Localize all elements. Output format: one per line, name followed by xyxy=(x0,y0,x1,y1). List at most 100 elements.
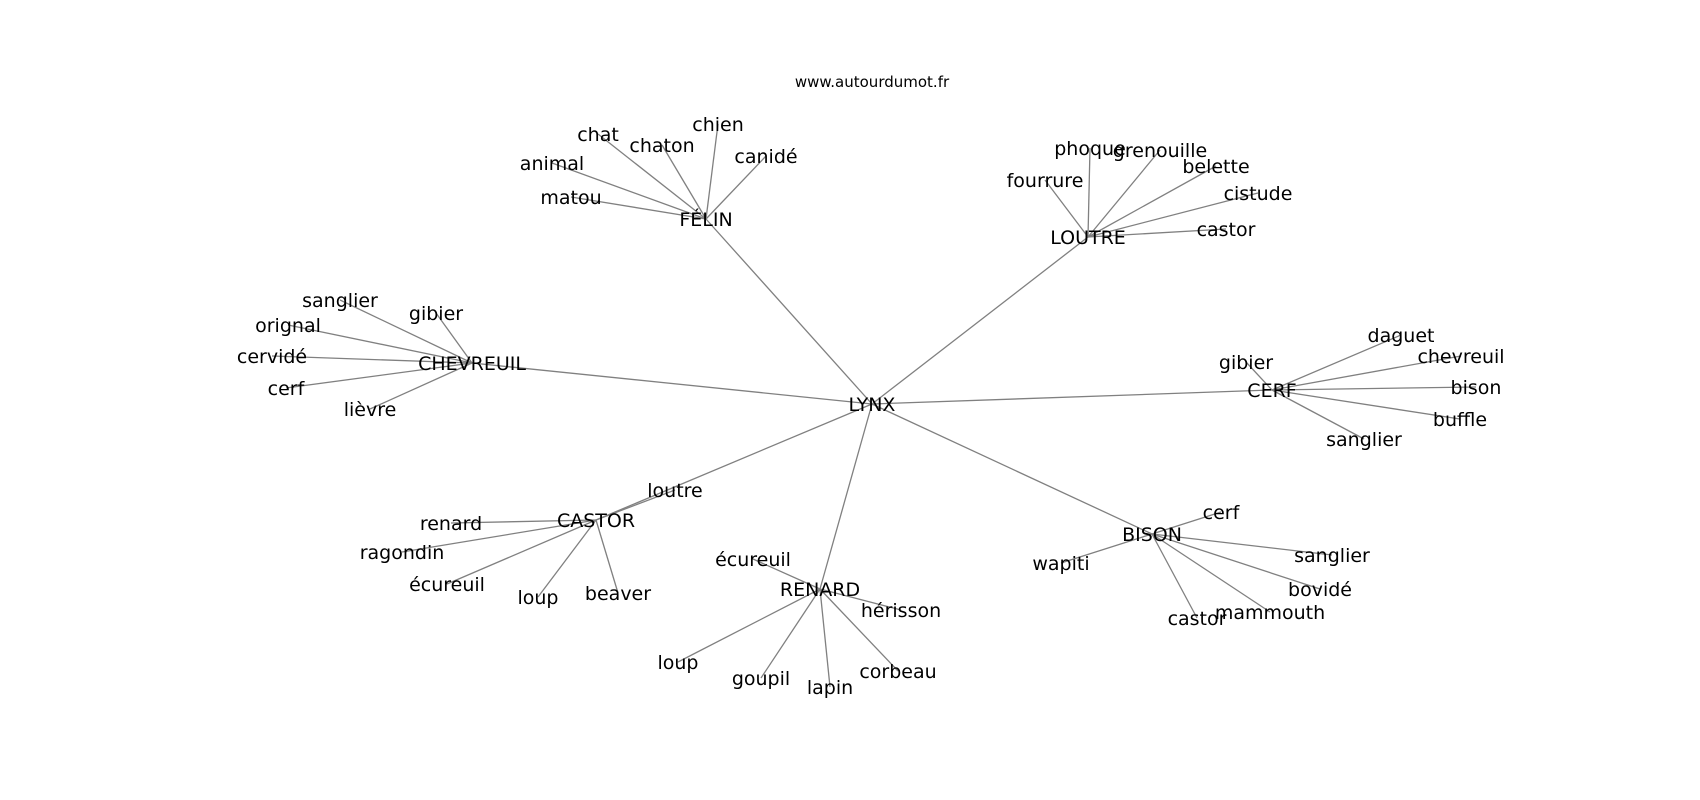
edge-hub-word xyxy=(595,519,619,594)
edge-hub-word xyxy=(1044,179,1089,238)
related-word[interactable]: renard xyxy=(420,513,482,535)
edge-hub-word xyxy=(597,133,707,220)
related-word[interactable]: chaton xyxy=(629,135,694,157)
related-word[interactable]: gibier xyxy=(409,303,463,325)
edge-center-hub xyxy=(871,389,1273,405)
related-word[interactable]: beaver xyxy=(585,583,651,605)
edge-hub-word xyxy=(1087,192,1259,238)
site-url: www.autourdumot.fr xyxy=(795,73,950,91)
related-word[interactable]: cerf xyxy=(268,378,306,400)
hub-word[interactable]: RENARD xyxy=(780,579,860,601)
related-word[interactable]: castor xyxy=(1197,219,1256,241)
edge-hub-word xyxy=(1271,334,1402,391)
edge-hub-word xyxy=(1060,533,1153,564)
related-word[interactable]: bovidé xyxy=(1288,579,1352,601)
edge-hub-word xyxy=(1271,389,1365,440)
edge-hub-word xyxy=(1087,228,1227,238)
hub-word[interactable]: LOUTRE xyxy=(1050,227,1126,249)
related-word[interactable]: belette xyxy=(1182,156,1249,178)
hub-word[interactable]: BISON xyxy=(1122,524,1182,546)
edge-hub-word xyxy=(287,324,473,364)
related-word[interactable]: loup xyxy=(517,587,558,609)
related-word[interactable]: cerf xyxy=(1203,502,1241,524)
edge-hub-word xyxy=(1151,533,1271,613)
edge-hub-word xyxy=(595,489,676,521)
edge-hub-word xyxy=(1087,149,1161,238)
related-word[interactable]: castor xyxy=(1168,608,1227,630)
edge-hub-word xyxy=(1087,165,1217,238)
edge-hub-word xyxy=(1151,511,1222,535)
related-word[interactable]: goupil xyxy=(732,668,790,690)
edge-center-hub xyxy=(595,403,873,521)
related-word[interactable]: loup xyxy=(657,652,698,674)
edge-hub-word xyxy=(551,162,707,220)
related-word[interactable]: écureuil xyxy=(715,549,791,571)
edge-hub-word xyxy=(450,519,597,524)
edge-hub-word xyxy=(661,144,707,220)
related-word[interactable]: matou xyxy=(540,187,601,209)
related-word[interactable]: wapiti xyxy=(1032,553,1089,575)
related-word[interactable]: fourrure xyxy=(1007,170,1084,192)
edge-hub-word xyxy=(705,155,767,220)
related-word[interactable]: cistude xyxy=(1224,183,1293,205)
related-word[interactable]: cervidé xyxy=(237,346,307,368)
edge-hub-word xyxy=(1271,355,1462,391)
edge-hub-word xyxy=(1271,389,1461,420)
edge-hub-word xyxy=(339,299,473,364)
edge-hub-word xyxy=(705,123,719,220)
related-word[interactable]: daguet xyxy=(1368,325,1435,347)
related-word[interactable]: corbeau xyxy=(859,661,936,683)
related-word[interactable]: orignal xyxy=(255,315,321,337)
edge-hub-word xyxy=(752,558,821,590)
edge-hub-word xyxy=(369,362,473,410)
edge-hub-word xyxy=(819,588,831,688)
edge-center-hub xyxy=(705,218,873,405)
hub-word[interactable]: FÉLIN xyxy=(679,208,732,231)
related-word[interactable]: gibier xyxy=(1219,352,1273,374)
edge-hub-word xyxy=(677,588,821,663)
edge-hub-word xyxy=(1245,361,1273,391)
related-word[interactable]: ragondin xyxy=(360,542,445,564)
center-word[interactable]: LYNX xyxy=(849,394,896,416)
related-word[interactable]: phoque xyxy=(1054,138,1126,160)
related-word[interactable]: bison xyxy=(1451,377,1502,399)
related-word[interactable]: buffle xyxy=(1433,409,1487,431)
related-word[interactable]: canidé xyxy=(734,146,797,168)
edge-hub-word xyxy=(401,519,597,553)
edge-hub-word xyxy=(1151,533,1198,619)
related-word[interactable]: sanglier xyxy=(302,290,378,312)
edge-hub-word xyxy=(819,588,899,672)
related-word[interactable]: chevreuil xyxy=(1417,346,1504,368)
hub-word[interactable]: CASTOR xyxy=(557,510,635,532)
hub-word[interactable]: CHEVREUIL xyxy=(418,353,526,375)
edge-hub-word xyxy=(435,312,473,364)
related-word[interactable]: lapin xyxy=(807,677,853,699)
hub-word[interactable]: CERF xyxy=(1247,380,1296,402)
related-word[interactable]: écureuil xyxy=(409,574,485,596)
edge-hub-word xyxy=(1271,386,1477,391)
edge-hub-word xyxy=(1151,533,1333,556)
edge-hub-word xyxy=(271,355,473,364)
related-word[interactable]: lièvre xyxy=(344,399,397,421)
edge-center-hub xyxy=(871,236,1089,405)
edges xyxy=(271,123,1477,688)
edge-hub-word xyxy=(760,588,821,679)
related-word[interactable]: chat xyxy=(577,124,619,146)
related-word[interactable]: mammouth xyxy=(1215,602,1325,624)
related-word[interactable]: grenouille xyxy=(1113,140,1207,162)
related-word[interactable]: loutre xyxy=(647,480,702,502)
related-word[interactable]: chien xyxy=(692,114,744,136)
related-word[interactable]: animal xyxy=(520,153,584,175)
edge-hub-word xyxy=(1087,147,1091,238)
related-word[interactable]: sanglier xyxy=(1294,545,1370,567)
edge-hub-word xyxy=(1151,533,1321,590)
edge-hub-word xyxy=(537,519,597,598)
edge-hub-word xyxy=(285,362,473,389)
edge-center-hub xyxy=(871,403,1153,535)
edge-hub-word xyxy=(570,196,707,220)
related-word[interactable]: hérisson xyxy=(861,600,941,622)
related-word[interactable]: sanglier xyxy=(1326,429,1402,451)
edge-center-hub xyxy=(819,403,873,590)
